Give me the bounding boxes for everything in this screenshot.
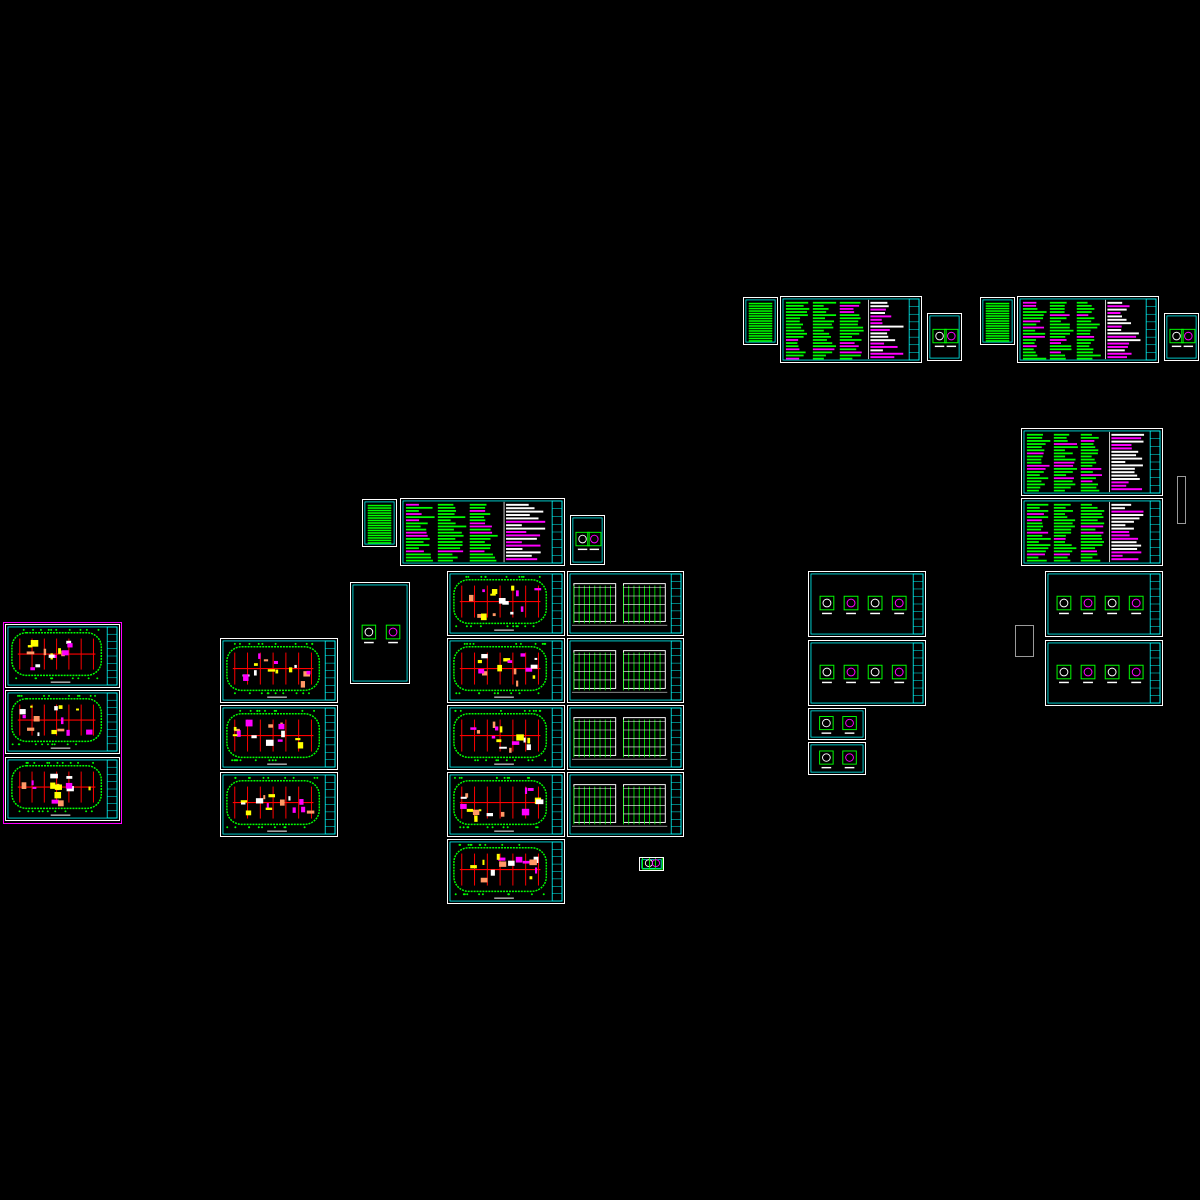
title-block	[908, 298, 920, 361]
drawing-sheet-floor-plan[interactable]	[5, 757, 120, 821]
drawing-sheet-design-notes[interactable]	[780, 296, 922, 363]
floor-plan-content	[449, 707, 563, 768]
floor-plan-content	[449, 640, 563, 701]
drawing-sheet-design-notes[interactable]	[400, 498, 565, 566]
detail-content	[352, 584, 408, 682]
drawing-sheet-elevation[interactable]	[567, 705, 684, 770]
design-notes-content	[402, 500, 563, 564]
detail-content	[810, 710, 864, 738]
drawing-sheet-drawing-index[interactable]	[743, 297, 778, 345]
floor-plan-content	[7, 626, 118, 686]
design-notes-content	[1019, 298, 1157, 361]
floor-plan-content	[222, 774, 336, 835]
detail-content	[1047, 573, 1161, 635]
detail-content	[810, 642, 924, 704]
elevation-content	[569, 573, 682, 634]
detail-content	[810, 573, 924, 635]
viewport-outline	[1015, 625, 1034, 657]
drawing-sheet-detail[interactable]	[808, 640, 926, 706]
elevation-content	[569, 640, 682, 701]
drawing-sheet-detail[interactable]	[350, 582, 410, 684]
drawing-sheet-detail[interactable]	[1164, 313, 1199, 361]
floor-plan-content	[222, 640, 336, 701]
drawing-sheet-floor-plan[interactable]	[447, 571, 565, 636]
drawing-sheet-floor-plan[interactable]	[5, 624, 120, 688]
drawing-sheet-floor-plan[interactable]	[220, 705, 338, 770]
drawing-sheet-detail[interactable]	[1045, 640, 1163, 706]
drawing-sheet-floor-plan[interactable]	[447, 638, 565, 703]
drawing-sheet-elevation[interactable]	[567, 772, 684, 837]
drawing-sheet-elevation[interactable]	[567, 571, 684, 636]
drawing-sheet-design-notes[interactable]	[1017, 296, 1159, 363]
drawing-index-content	[982, 299, 1013, 343]
detail-content	[641, 858, 663, 870]
drawing-sheet-drawing-index[interactable]	[362, 499, 397, 547]
detail-content	[1047, 642, 1161, 704]
detail-content	[1166, 315, 1197, 359]
drawing-sheet-detail[interactable]	[1045, 571, 1163, 637]
elevation-content	[569, 707, 682, 768]
floor-plan-content	[449, 774, 563, 835]
drawing-sheet-floor-plan[interactable]	[220, 638, 338, 703]
floor-plan-content	[222, 707, 336, 768]
elevation-content	[569, 774, 682, 835]
drawing-sheet-floor-plan[interactable]	[447, 839, 565, 904]
drawing-index-content	[745, 299, 776, 343]
drawing-sheet-detail[interactable]	[808, 742, 866, 775]
drawing-sheet-floor-plan[interactable]	[5, 690, 120, 754]
design-notes-content	[1023, 430, 1161, 494]
title-block	[1149, 573, 1161, 635]
drawing-sheet-detail[interactable]	[639, 857, 664, 871]
detail-content	[572, 517, 603, 563]
drawing-sheet-detail[interactable]	[808, 571, 926, 637]
design-notes-content	[782, 298, 920, 361]
drawing-index-content	[364, 501, 395, 545]
drawing-sheet-detail[interactable]	[927, 313, 962, 361]
detail-content	[929, 315, 960, 359]
floor-plan-content	[449, 573, 563, 634]
title-block	[1149, 642, 1161, 704]
drawing-sheet-drawing-index[interactable]	[980, 297, 1015, 345]
viewport-outline	[1177, 476, 1186, 524]
drawing-sheet-floor-plan[interactable]	[220, 772, 338, 837]
drawing-sheet-floor-plan[interactable]	[447, 705, 565, 770]
detail-content	[810, 744, 864, 773]
drawing-sheet-elevation[interactable]	[567, 638, 684, 703]
drawing-sheet-detail[interactable]	[570, 515, 605, 565]
design-notes-content	[1023, 500, 1161, 564]
floor-plan-content	[449, 841, 563, 902]
floor-plan-content	[7, 759, 118, 819]
drawing-sheet-design-notes[interactable]	[1021, 498, 1163, 566]
drawing-sheet-detail[interactable]	[808, 708, 866, 740]
drawing-sheet-design-notes[interactable]	[1021, 428, 1163, 496]
floor-plan-content	[7, 692, 118, 752]
sheet-group-frame	[3, 622, 122, 824]
drawing-sheet-floor-plan[interactable]	[447, 772, 565, 837]
